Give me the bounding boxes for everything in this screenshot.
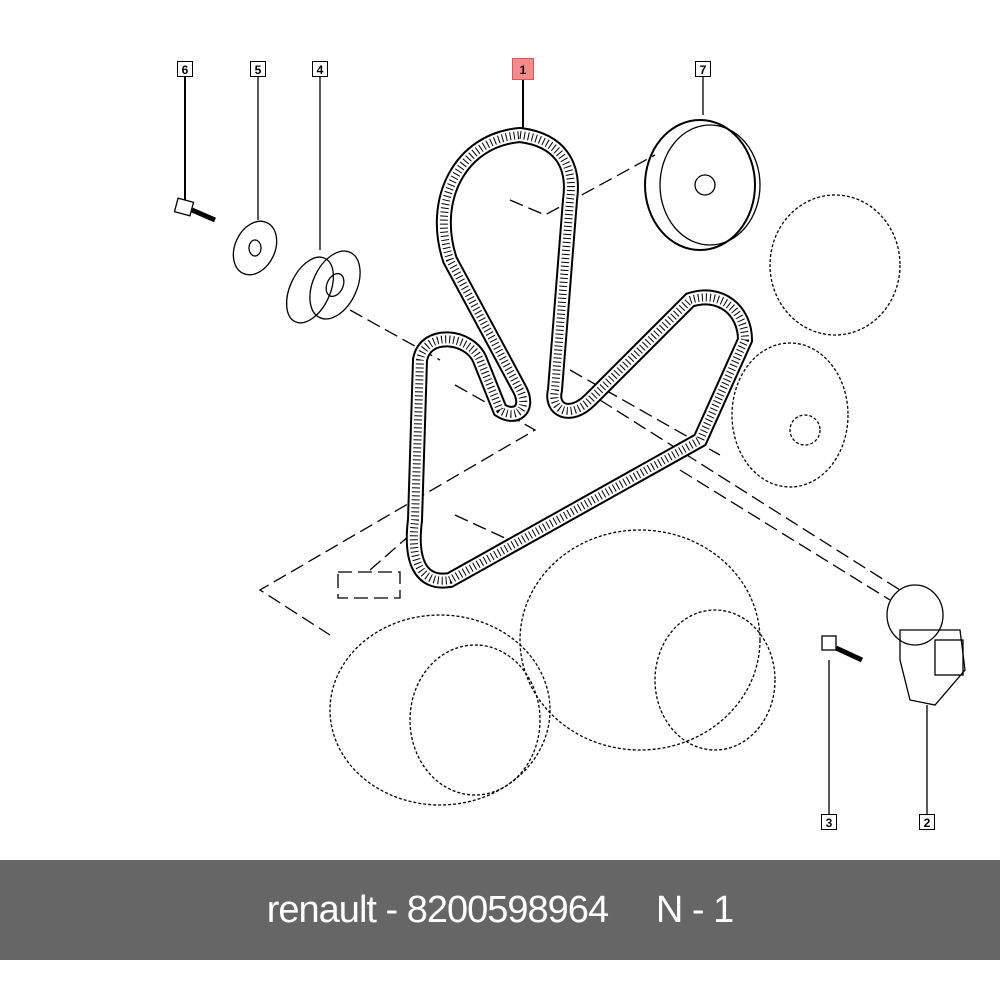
position-label: N - 1: [655, 888, 734, 931]
callout-1-highlighted: 1: [512, 58, 534, 80]
brand-name: renault: [266, 888, 377, 931]
callout-5: 5: [250, 61, 266, 77]
callout-3: 3: [821, 814, 837, 830]
part-number: 8200598964: [406, 888, 609, 931]
footer-caption: renault - 8200598964 N - 1: [0, 860, 1000, 960]
callout-2: 2: [919, 814, 935, 830]
callout-4: 4: [312, 61, 328, 77]
separator: -: [375, 888, 407, 931]
belt-drive-diagram: [173, 77, 966, 814]
callout-6: 6: [177, 61, 193, 77]
spacer: [608, 889, 656, 932]
callout-7: 7: [695, 61, 711, 77]
